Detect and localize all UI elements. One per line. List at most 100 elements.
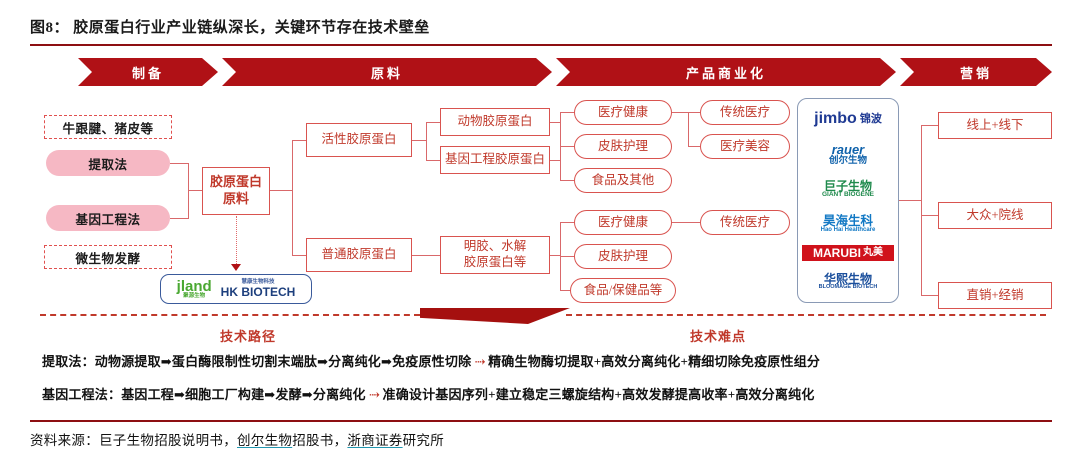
company-logo-bloomage-latin: BLOOMAGE BIOTECH [818,283,878,290]
source-mid: 招股书， [292,433,348,448]
connector-marketing-2 [921,215,938,217]
material-label-ordinary-collagen: 普通胶原蛋白 [321,247,397,262]
application-label-lower-medical-health: 医疗健康 [597,214,648,229]
arrow-raw-to-suppliers-icon [231,264,241,271]
marketing-label-mass-clinic: 大众+院线 [966,207,1024,222]
stage-banner-marketing: 营销 [900,58,1052,86]
method-label-extraction: 提取法 [88,157,128,172]
tech-row-extraction: 提取法：动物源提取➡蛋白酶限制性切割末端肽➡分离纯化➡免疫原性切除 ⇢ 精确生物… [42,351,820,370]
connector-active-child-2 [426,160,440,162]
raw-material-line1: 胶原蛋白 [209,174,262,190]
material-child-animal-collagen: 动物胶原蛋白 [440,108,550,136]
company-logo-marubi-latin: MARUBI [813,245,861,260]
application-label-upper-skin-care: 皮肤护理 [597,138,648,153]
connector-upper-sub-1 [688,112,700,114]
marketing-label-direct-distribution: 直销+经销 [966,287,1024,302]
supplier-logo-box: jland 聚源生物 慧康生物科技 HK BIOTECH [160,274,312,304]
company-logo-marubi: MARUBI 丸美 [802,244,894,261]
connector-marketing-spine [921,125,923,295]
connector-genetic-to-apps [550,160,560,162]
marketing-node-online-offline: 线上+线下 [938,112,1052,139]
company-logo-jinbo-latin: jimbo [814,110,857,128]
stage-label-raw-material: 原料 [370,65,403,81]
tech-row-genetic-difficulty: 准确设计基因序列+建立稳定三螺旋结构+高效发酵提高收率+高效分离纯化 [382,387,815,402]
company-logo-haohai: 昊海生科 Hao Hai Healthcare [821,210,876,238]
marketing-node-direct-distribution: 直销+经销 [938,282,1052,309]
application-lower-sub-traditional-medicine: 传统医疗 [700,210,790,235]
marketing-node-mass-clinic: 大众+院线 [938,202,1052,229]
application-upper-skin-care: 皮肤护理 [574,134,672,159]
company-logo-haohai-cn: 昊海生科 [822,213,873,228]
tech-row-extraction-difficulty: 精确生物酶切提取+高效分离纯化+精细切除免疫原性组分 [488,354,821,369]
connector-lower-app-3 [560,290,574,292]
logo-jland: jland 聚源生物 [177,279,212,300]
connector-material-spine [292,140,294,255]
connector-gelatin-to-apps [550,255,560,257]
raw-material-line2: 原料 [222,191,249,206]
connector-animal-to-apps [550,122,560,124]
connector-marketing-1 [921,125,938,127]
application-upper-sub-medical-aesthetics: 医疗美容 [700,134,790,159]
application-label-upper-sub-aesthetics: 医疗美容 [719,138,770,153]
connector-upper-app-3 [560,180,574,182]
company-logo-jinbo: jimbo 锦波 [814,105,882,133]
logo-jland-sub: 聚源生物 [183,292,206,299]
source-label-microbial-fermentation: 微生物发酵 [75,251,141,266]
footer-divider [30,420,1052,422]
application-lower-food-health-products: 食品/保健品等 [570,278,676,303]
material-child-genetic-collagen: 基因工程胶原蛋白 [440,146,550,174]
connector-to-active [292,140,306,142]
company-logo-bloomage: 华熙生物 BLOOMAGE BIOTECH [819,268,878,296]
raw-material-node: 胶原蛋白 原料 [202,167,270,215]
connector-genetic-out [170,218,188,220]
company-logo-strip: jimbo 锦波 rauer 创尔生物 巨子生物 GIANT BIOGENE 昊… [797,98,899,303]
tech-row-extraction-path: 提取法：动物源提取➡蛋白酶限制性切割末端肽➡分离纯化➡免疫原性切除 [42,354,472,369]
tech-divider-wedge [420,308,570,324]
material-child-label-genetic-collagen: 基因工程胶原蛋白 [444,152,545,167]
figure-title: 图8： 胶原蛋白行业产业链纵深长，关键环节存在技术壁垒 [30,20,430,36]
connector-logos-to-marketing [899,200,921,202]
connector-to-ordinary [292,255,306,257]
connector-active-children-spine [426,122,428,160]
company-logo-giant-biogene: 巨子生物 GIANT BIOGENE [822,175,874,203]
tech-row-genetic-path: 基因工程法：基因工程➡细胞工厂构建➡发酵➡分离纯化 [42,387,366,402]
connector-extraction-out [170,163,188,165]
company-logo-chuanger-latin: rauer [831,141,865,157]
company-logo-chuanger-cn: 创尔生物 [828,154,867,166]
application-label-lower-skin-care: 皮肤护理 [597,248,648,263]
material-node-active-collagen: 活性胶原蛋白 [306,123,412,157]
tech-row-extraction-arrow-icon: ⇢ [474,354,486,369]
logo-hk-biotech-sub: 慧康生物科技 [241,279,275,286]
source-box-microbial-fermentation: 微生物发酵 [44,245,172,269]
logo-hk-biotech: 慧康生物科技 HK BIOTECH [221,280,296,298]
connector-methods-to-raw [188,190,202,192]
source-prefix: 资料来源：巨子生物招股说明书， [30,433,237,448]
application-upper-sub-traditional-medicine: 传统医疗 [700,100,790,125]
material-child-gelatin-hydrolysate: 明胶、水解 胶原蛋白等 [440,236,550,274]
connector-upper-medical-out [672,112,688,114]
application-lower-medical-health: 医疗健康 [574,210,672,235]
connector-raw-out [270,190,292,192]
connector-upper-sub-2 [688,146,700,148]
source-link-zheshang[interactable]: 浙商证券 [347,433,403,448]
connector-lower-medical-out [672,222,700,224]
company-logo-jinbo-cn: 锦波 [859,112,882,125]
title-divider [30,44,1052,46]
stage-banner-commercialization: 产品商业化 [556,58,896,86]
material-node-ordinary-collagen: 普通胶原蛋白 [306,238,412,272]
source-link-chuanger[interactable]: 创尔生物 [237,433,293,448]
stage-label-preparation: 制备 [131,65,164,81]
tech-difficulty-heading: 技术难点 [690,329,747,344]
material-child-label-gelatin-line1: 明胶、水解 [463,239,527,254]
connector-active-child-1 [426,122,440,124]
marketing-label-online-offline: 线上+线下 [966,117,1024,132]
method-label-genetic-engineering: 基因工程法 [75,212,141,227]
company-logo-marubi-cn: 丸美 [863,246,883,258]
company-logo-giant-biogene-cn: 巨子生物 [823,178,872,193]
connector-raw-to-suppliers [236,216,237,266]
connector-lower-app-2 [560,256,574,258]
stage-banner-raw-material: 原料 [222,58,552,86]
stage-label-commercialization: 产品商业化 [685,65,766,81]
source-suffix: 研究所 [402,433,445,448]
